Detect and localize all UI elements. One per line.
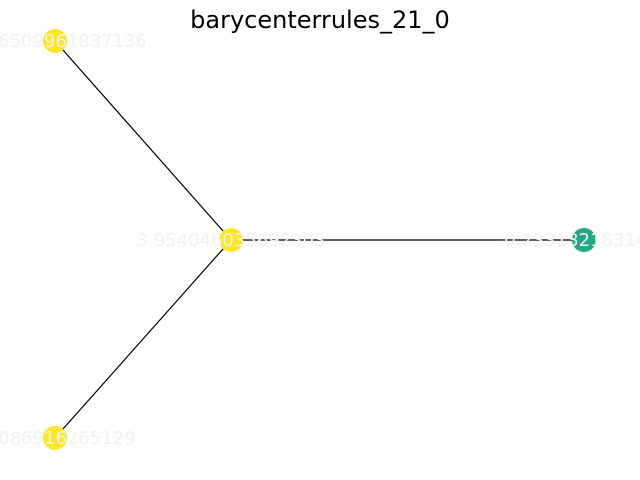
label-layer: -0.16509961837136 3.954046035692303 -0.086… xyxy=(0,31,640,449)
node-label-top-left: -0.16509961837136 xyxy=(0,31,147,52)
node-label-right: -0.2331321831440 xyxy=(498,230,640,251)
edge-layer xyxy=(54,40,584,439)
edge-top-left-center xyxy=(54,40,232,241)
node-label-bottom-left: -0.086916265129 xyxy=(0,428,136,449)
node-top-left xyxy=(43,29,67,53)
node-label-center: 3.954046035692303 xyxy=(137,230,326,251)
node-center xyxy=(219,228,243,252)
node-bottom-left xyxy=(43,426,67,450)
diagram-title: barycenterrules_21_0 xyxy=(190,6,450,34)
node-layer xyxy=(43,29,596,450)
edge-bottom-left-center xyxy=(54,239,232,439)
node-right xyxy=(572,228,596,252)
